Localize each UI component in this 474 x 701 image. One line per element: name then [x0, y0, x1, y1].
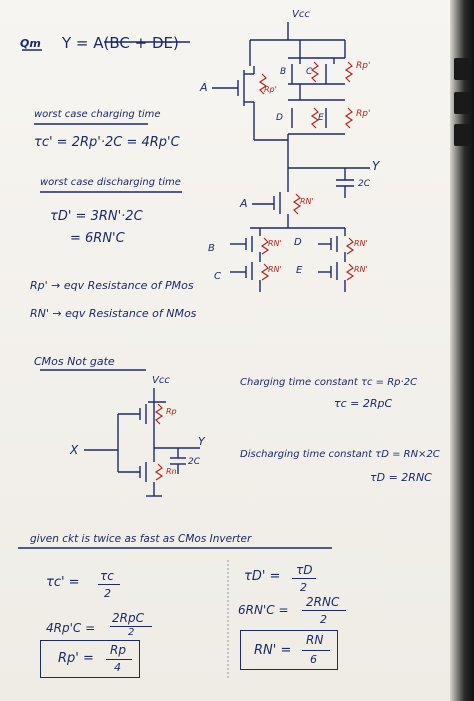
not-gate-input: X — [70, 443, 79, 457]
definition-rn: RN' → eqv Resistance of NMos — [30, 307, 197, 320]
circuit1-input-c: C — [306, 67, 313, 77]
left-l2-den: 2 — [128, 627, 135, 638]
charging-line2: τc = 2RpC — [334, 397, 393, 410]
circuit1-input-d-bot: D — [294, 237, 302, 248]
not-gate-output: Y — [198, 435, 205, 448]
worst-discharging-eq2: = 6RN'C — [70, 231, 125, 246]
result-box-left — [40, 640, 140, 678]
left-l1-num: τc — [100, 569, 114, 583]
left-l1-lhs: τc' = — [46, 575, 80, 590]
not-gate-vcc: Vcc — [152, 375, 170, 386]
circuit1-input-c-bot: C — [214, 271, 221, 282]
right-l1-den: 2 — [300, 581, 307, 594]
circuit1-input-a: A — [200, 81, 208, 94]
binder-notch — [454, 124, 470, 146]
left-box-num: Rp — [110, 643, 126, 657]
circuit1-input-b: B — [280, 67, 287, 77]
not-gate-rn: Rn — [166, 467, 177, 476]
worst-charging-heading: worst case charging time — [34, 109, 161, 120]
circuit1-rn-label: RN' — [354, 265, 368, 274]
circuit1-rn-label: RN' — [268, 265, 282, 274]
worst-charging-equation: τc' = 2Rp'·2C = 4Rp'C — [34, 135, 180, 150]
right-l1-num: τD — [296, 563, 313, 577]
discharging-line2: τD = 2RNC — [370, 471, 432, 484]
fraction-bar — [292, 578, 316, 579]
right-box-lhs: RN' = — [254, 643, 292, 658]
circuit1-input-e: E — [318, 113, 324, 123]
question-expression: Y = A(BC + DE) — [62, 34, 179, 52]
right-l2-num: 2RNC — [306, 595, 340, 609]
circuit1-rn-label: RN' — [300, 197, 314, 206]
circuit1-output: Y — [372, 159, 380, 173]
not-gate-heading: CMos Not gate — [34, 355, 115, 368]
left-box-lhs: Rp' = — [58, 651, 94, 666]
circuit1-input-a-bot: A — [240, 197, 248, 210]
fraction-bar — [110, 626, 152, 627]
worst-discharging-eq1: τD' = 3RN'·2C — [50, 209, 143, 224]
right-l1-lhs: τD' = — [244, 569, 281, 584]
page-edge — [450, 0, 474, 701]
circuit1-input-e-bot: E — [296, 265, 303, 276]
left-box-den: 4 — [114, 661, 121, 674]
binder-notch — [454, 58, 470, 80]
discharging-line1: Discharging time constant τD = RN×2C — [240, 449, 440, 460]
left-l2-lhs: 4Rp'C = — [46, 621, 96, 635]
circuit1-rp-label: Rp' — [356, 109, 371, 119]
question-label: Qm — [20, 37, 41, 50]
circuit1-cap: 2C — [358, 179, 371, 189]
circuit1-input-b-bot: B — [208, 243, 215, 254]
given-heading: given ckt is twice as fast as CMos Inver… — [30, 533, 252, 545]
not-gate-rp: Rp — [166, 407, 177, 416]
not-gate-cap: 2C — [188, 457, 201, 467]
right-box-den: 6 — [310, 653, 317, 666]
circuit1-rp-label: Rp' — [264, 85, 277, 94]
fraction-bar — [302, 650, 330, 651]
result-box-right — [240, 630, 338, 670]
right-l2-den: 2 — [320, 613, 327, 626]
circuit1-vcc: Vcc — [292, 9, 310, 20]
binder-notch — [454, 92, 470, 114]
left-l2-num: 2RpC — [112, 611, 144, 625]
worst-discharging-heading: worst case discharging time — [40, 177, 181, 188]
charging-line1: Charging time constant τc = Rp·2C — [240, 377, 418, 388]
definition-rp: Rp' → eqv Resistance of PMos — [30, 279, 194, 292]
right-box-num: RN — [306, 633, 324, 647]
circuit1-rp-label: Rp' — [356, 61, 371, 71]
circuit1-rn-label: RN' — [268, 239, 282, 248]
right-l2-lhs: 6RN'C = — [238, 603, 289, 617]
fraction-bar — [98, 584, 120, 585]
circuit1-rn-label: RN' — [354, 239, 368, 248]
left-l1-den: 2 — [104, 587, 111, 600]
circuit1-input-d: D — [276, 113, 283, 123]
fraction-bar — [302, 610, 346, 611]
fraction-bar — [106, 659, 132, 660]
